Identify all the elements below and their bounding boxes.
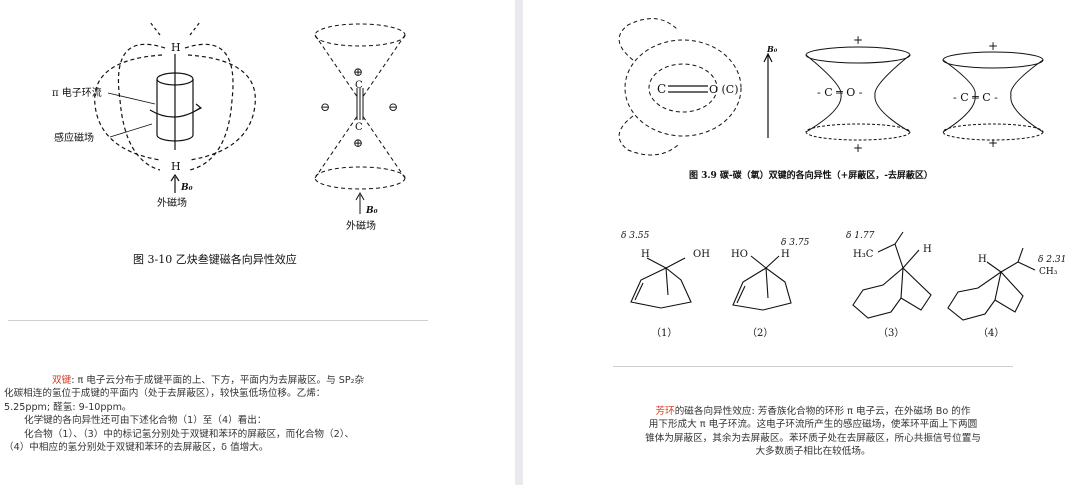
- minus-right-label: ⊖: [388, 100, 398, 114]
- b0-label: B₀: [766, 44, 778, 54]
- figure-3-9-caption: 图 3.9 碳-碳（氧）双键的各向异性（+屏蔽区，-去屏蔽区）: [689, 169, 933, 181]
- h-top-label: H: [171, 41, 181, 54]
- text-line: 化碳相连的氢位于成键的平面内（处于去屏蔽区），较快氢低场位移。乙烯：: [4, 388, 326, 400]
- svg-text:（2）: （2）: [747, 327, 773, 339]
- shielding-cones-diagram: [314, 23, 406, 190]
- c-bottom-label: C: [355, 122, 363, 133]
- carbonyl-label: - C ═ O -: [817, 86, 863, 99]
- svg-text:H: H: [978, 254, 987, 265]
- c-top-label: C: [355, 80, 363, 91]
- plus-label: +: [853, 33, 863, 47]
- plus-top-label: ⊕: [353, 65, 363, 79]
- acetylene-cylinder-diagram: [94, 21, 256, 193]
- svg-text:H: H: [641, 249, 650, 260]
- text-line: 用下形成大 π 电子环流。这电子环流所产生的感应磁场，使苯环平面上下两圆: [648, 419, 978, 431]
- text-line: 锥体为屏蔽区，其余为去屏蔽区。苯环质子处在去屏蔽区，所心共振信号位置与: [645, 432, 981, 444]
- svg-text:δ 1.77: δ 1.77: [846, 231, 875, 241]
- right-page: C O (C) B₀ - C ═ O - + + - C ═ C - + + 图…: [523, 0, 1080, 485]
- plus-label: +: [988, 39, 998, 53]
- text-line: 5.25ppm; 醛氢: 9-10ppm。: [4, 401, 132, 413]
- induced-field-label: 感应磁场: [54, 131, 94, 144]
- figure-3-10-caption: 图 3-10 乙炔叁键磁各向异性效应: [133, 252, 297, 266]
- compound-2: δ 3.75 HO H （2）: [731, 238, 810, 339]
- svg-text:H: H: [781, 249, 790, 260]
- keyword-double-bond: 双键: [52, 375, 72, 386]
- svg-text:δ 3.75: δ 3.75: [781, 238, 810, 248]
- svg-text:（1）: （1）: [651, 327, 677, 339]
- alkene-label: - C ═ C -: [953, 91, 998, 104]
- external-field-right-label: 外磁场: [346, 219, 376, 232]
- text-line: 的磁各向异性效应: 芳香族化合物的环形 π 电子云，在外磁场 Bo 的作: [674, 406, 971, 417]
- compound-3: δ 1.77 H₃C H （3）: [846, 231, 932, 339]
- figure-3-10: H H π 电子环流 感应磁场 B₀ 外磁场 ⊕ ⊕ ⊖ ⊖ C C B₀: [52, 21, 406, 266]
- compound-4: H δ 2.31 CH₃ （4）: [947, 247, 1066, 339]
- svg-text:OH: OH: [693, 249, 710, 260]
- svg-text:H₃C: H₃C: [853, 249, 874, 260]
- plus-label: +: [853, 141, 863, 155]
- minus-left-label: ⊖: [320, 100, 330, 114]
- h-bottom-label: H: [171, 160, 181, 173]
- oc-label: O (C): [709, 83, 739, 96]
- carbonyl-shielding-cone: [805, 46, 911, 141]
- divider: [613, 366, 1013, 367]
- left-page: H H π 电子环流 感应磁场 B₀ 外磁场 ⊕ ⊕ ⊖ ⊖ C C B₀: [0, 0, 515, 485]
- plus-label: +: [988, 136, 998, 150]
- text-line: （4）中相应的氢分别处于双键和苯环的去屏蔽区，δ 值增大。: [4, 442, 269, 454]
- svg-text:δ 2.31: δ 2.31: [1038, 255, 1066, 265]
- c-left-label: C: [657, 82, 666, 96]
- svg-text:（4）: （4）: [978, 327, 1004, 339]
- svg-text:H: H: [923, 244, 932, 255]
- svg-text:δ 3.55: δ 3.55: [621, 231, 650, 241]
- plus-bottom-label: ⊕: [353, 136, 363, 150]
- keyword-aromatic-ring: 芳环: [655, 406, 675, 417]
- text-line: : π 电子云分布于成键平面的上、下方，平面内为去屏蔽区。与 SP₂杂: [71, 375, 365, 386]
- text-line: 大多数质子相比在较低场。: [755, 446, 871, 458]
- text-line: 化合物（1）、（3）中的标记氢分别处于双键和苯环的屏蔽区，而化合物（2）、: [24, 428, 355, 440]
- svg-text:CH₃: CH₃: [1039, 267, 1058, 277]
- left-text-block: 双键: π 电子云分布于成键平面的上、下方，平面内为去屏蔽区。与 SP₂杂 化碳…: [4, 374, 444, 454]
- svg-text:（3）: （3）: [878, 327, 904, 339]
- figure-3-9: C O (C) B₀ - C ═ O - + + - C ═ C - + + 图…: [618, 18, 1066, 339]
- external-field-label: 外磁场: [157, 196, 187, 209]
- alkene-shielding-cone: [942, 51, 1044, 141]
- pi-ring-label: π 电子环流: [52, 86, 102, 99]
- divider: [8, 320, 428, 321]
- b0-right-label: B₀: [365, 206, 378, 216]
- carbonyl-field-diagram: [618, 18, 742, 156]
- compound-1: δ 3.55 H OH （1）: [621, 231, 710, 339]
- svg-text:HO: HO: [731, 249, 748, 260]
- b0-label: B₀: [180, 183, 193, 193]
- text-line: 化学键的各向异性还可由下述化合物（1）至（4）看出：: [24, 415, 267, 427]
- right-text-block: 芳环的磁各向异性效应: 芳香族化合物的环形 π 电子云，在外磁场 Bo 的作 用…: [583, 405, 1043, 459]
